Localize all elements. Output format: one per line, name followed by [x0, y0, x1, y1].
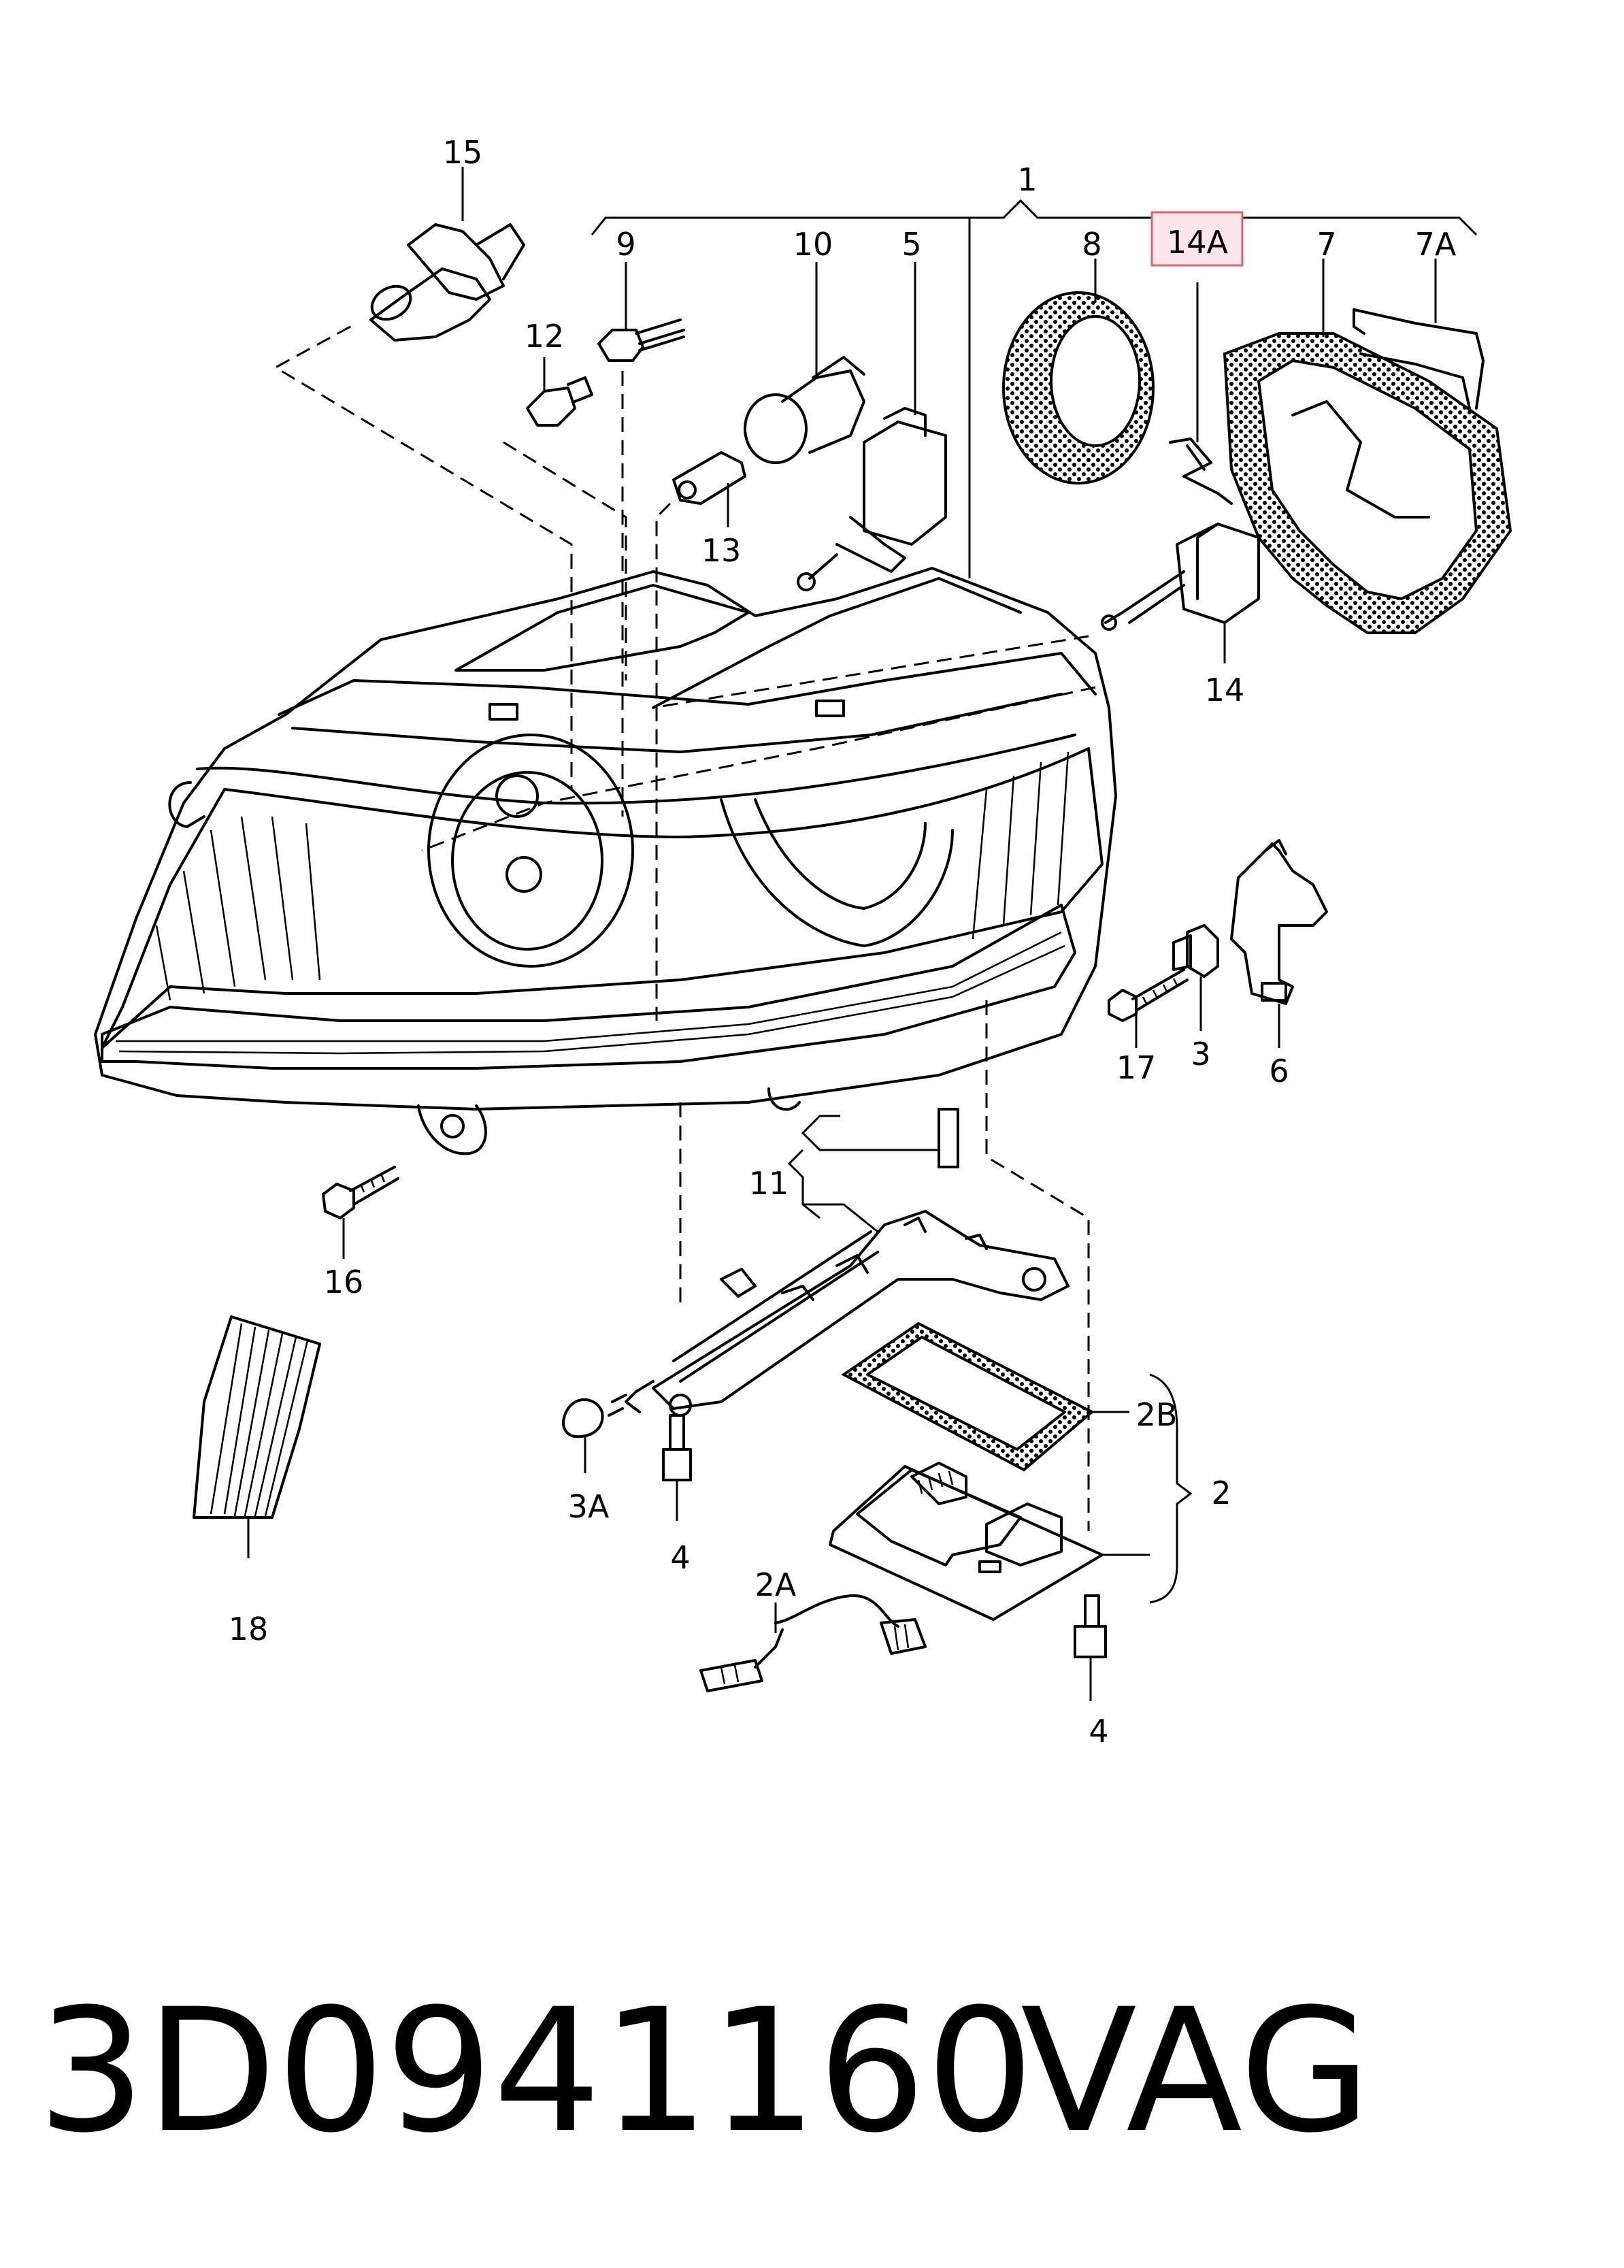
footer: 3D0941160 VAG: [37, 1972, 1371, 2170]
label-14: 14: [1205, 672, 1245, 708]
label-4-left: 4: [670, 1539, 690, 1576]
xenon-bulb-14: [1101, 523, 1260, 663]
label-5: 5: [901, 226, 921, 263]
label-10: 10: [793, 226, 833, 263]
spring-clip-14A: [1169, 282, 1233, 505]
label-2B: 2B: [1136, 1396, 1178, 1433]
label-14A: 14A: [1167, 224, 1229, 261]
harness-2A: [699, 1594, 927, 1692]
label-7A: 7A: [1415, 226, 1457, 263]
label-6: 6: [1269, 1053, 1289, 1089]
part-number: 3D0941160: [37, 1972, 1034, 2170]
screw-4-left: [662, 1414, 692, 1521]
group-1-bracket: [591, 199, 1478, 578]
bulb-holder-9: [597, 262, 685, 362]
label-14A-highlight-border: [1150, 211, 1244, 267]
ballast-2: [829, 1462, 1150, 1621]
connector-lines: [273, 325, 1096, 1531]
rear-cover-7: [1223, 259, 1512, 634]
label-11: 11: [749, 1165, 789, 1202]
bulb-13: [672, 451, 746, 527]
screw-17: [1108, 968, 1189, 1048]
label-2A: 2A: [755, 1566, 797, 1603]
leveling-rod: [608, 1210, 1070, 1417]
adjuster-3: [1172, 924, 1219, 1031]
bulb-15: [369, 167, 525, 342]
label-17: 17: [1116, 1049, 1157, 1086]
label-18: 18: [229, 1611, 269, 1647]
screw-16: [322, 1166, 399, 1259]
label-7: 7: [1316, 226, 1336, 263]
headlight-housing: [94, 567, 1117, 1155]
cover-cap-8: [1002, 259, 1155, 484]
bracket-6: [1230, 839, 1328, 1048]
label-8: 8: [1082, 226, 1101, 263]
part-11-group: [787, 1108, 959, 1233]
brand: VAG: [1021, 1972, 1371, 2170]
callout-labels: 15 1 9 10 5 8 14A 7 7A 12 13 14 3 17 6 1…: [229, 134, 1457, 1749]
label-14A-highlight: [1152, 212, 1242, 265]
label-3A: 3A: [568, 1488, 610, 1525]
label-13: 13: [701, 532, 742, 569]
plug-3A: [562, 1398, 604, 1473]
label-3: 3: [1191, 1036, 1210, 1072]
gasket-2B: [841, 1321, 1129, 1472]
bulb-12: [526, 357, 593, 427]
bulb-10: [744, 262, 865, 464]
label-2: 2: [1211, 1475, 1231, 1511]
label-16: 16: [324, 1264, 364, 1300]
label-15: 15: [443, 134, 483, 171]
lens-strip-18: [193, 1315, 321, 1558]
label-4-right: 4: [1089, 1713, 1108, 1749]
wire-clip-7A: [1353, 259, 1485, 410]
label-1: 1: [1017, 161, 1037, 198]
label-12: 12: [525, 318, 565, 355]
leveling-motor-5: [797, 262, 947, 591]
group-2-bracket: [1149, 1373, 1193, 1604]
label-9: 9: [616, 226, 635, 263]
screw-4-right: [1074, 1594, 1107, 1701]
